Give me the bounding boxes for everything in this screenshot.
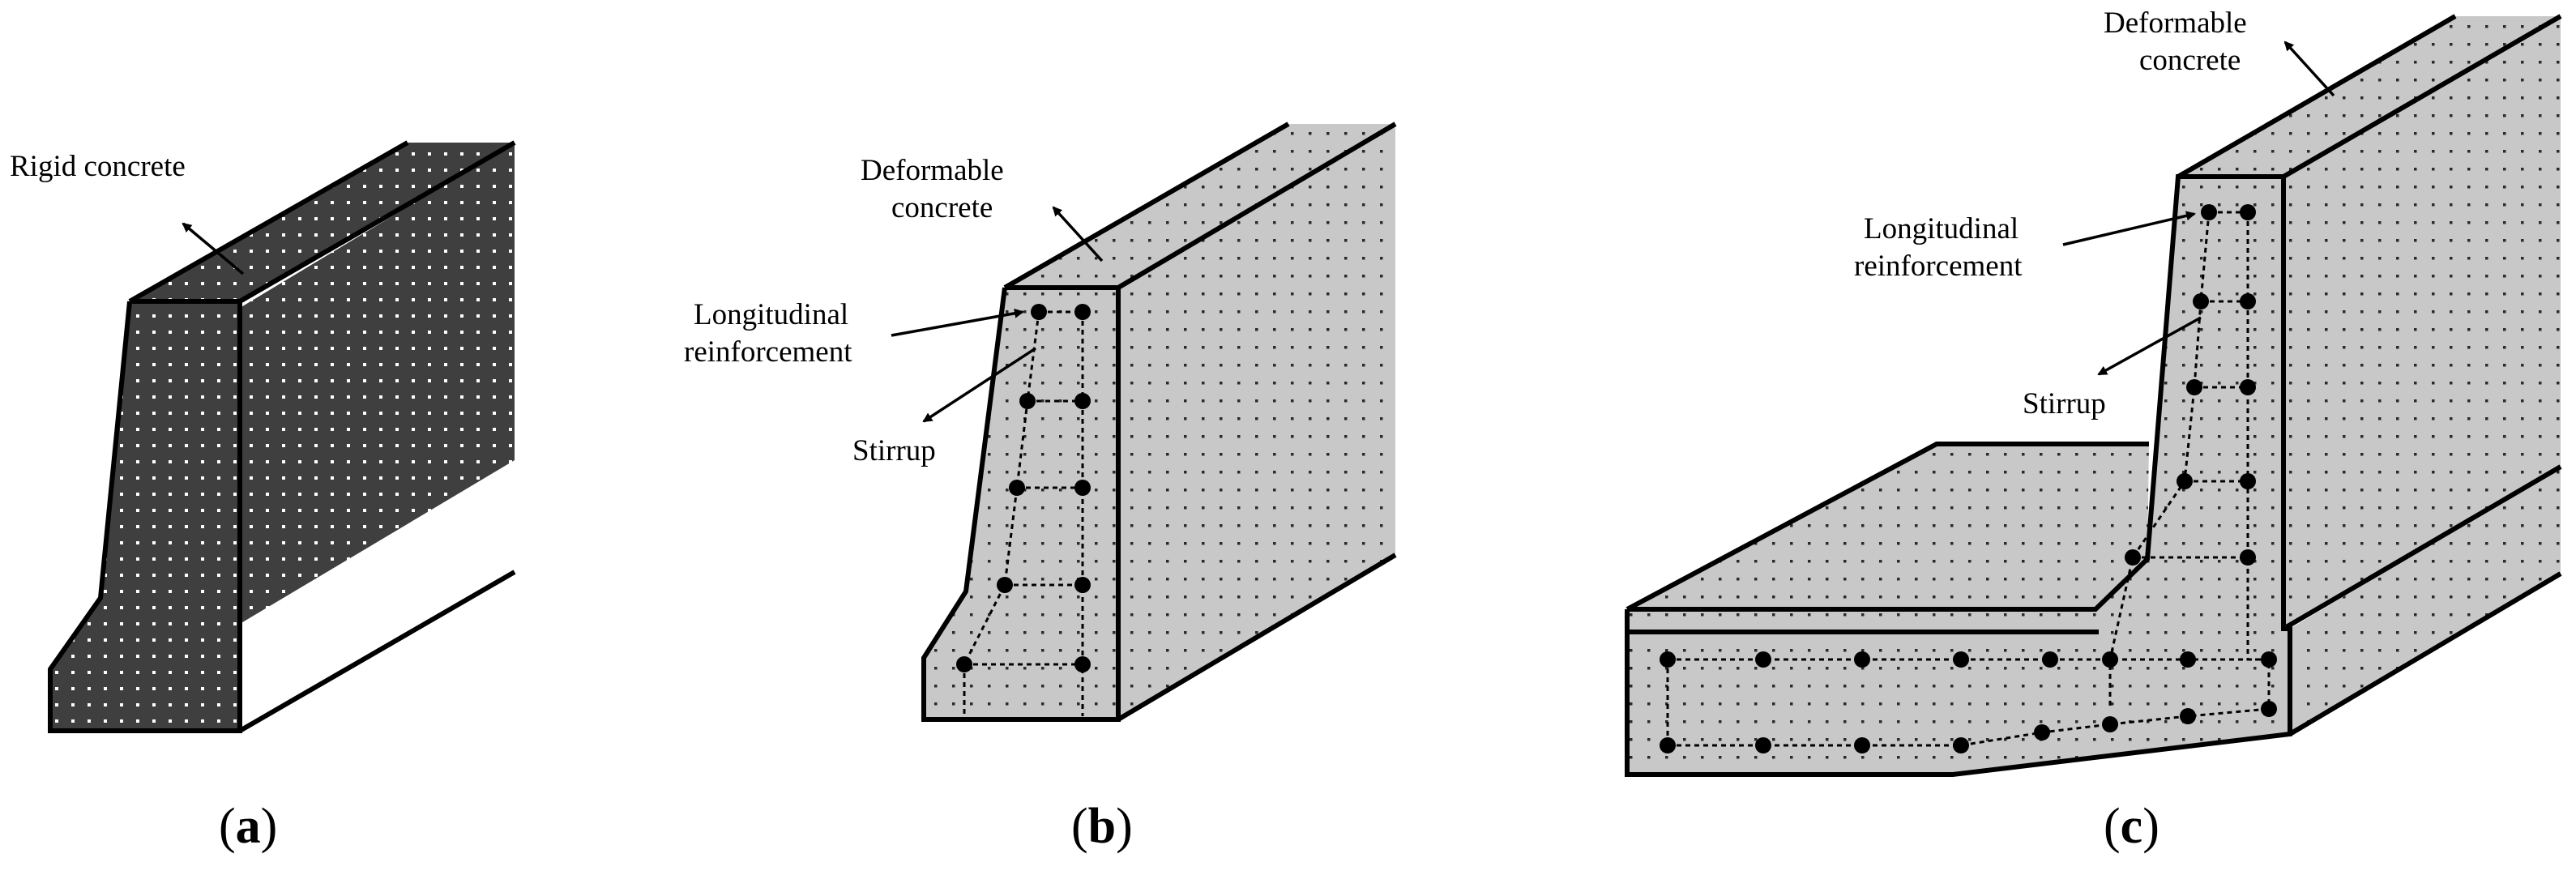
panel-b-reinforcement xyxy=(956,304,1091,716)
rebar-bar xyxy=(2042,651,2058,668)
label-deformable-concrete-line2: concrete xyxy=(2139,44,2241,77)
panel-c-base-side-face xyxy=(2290,467,2561,734)
rebar-bar xyxy=(2261,651,2277,668)
rebar-bar xyxy=(2034,724,2050,741)
rebar-bar xyxy=(1953,651,1969,668)
rebar-bar xyxy=(2201,204,2217,220)
rebar-bar xyxy=(2180,708,2196,724)
panel-c-toe-top-face xyxy=(1627,444,2149,609)
rebar-bar xyxy=(1074,304,1091,320)
rebar-bar xyxy=(2240,204,2256,220)
rebar-bar xyxy=(1953,737,1969,753)
panel-a-side-face xyxy=(240,143,515,624)
panel-c-stem-top-face xyxy=(2178,16,2561,177)
rebar-bar xyxy=(2177,473,2193,489)
rebar-bar xyxy=(1074,480,1091,496)
rebar-bar xyxy=(1854,651,1870,668)
label-rigid-concrete: Rigid concrete xyxy=(10,150,186,183)
rebar-bar xyxy=(1009,480,1025,496)
panel-a: Rigid concrete (a) xyxy=(10,140,516,854)
rebar-bar xyxy=(2125,549,2141,566)
panel-c-front-face xyxy=(1627,177,2290,775)
rebar-bar xyxy=(1854,737,1870,753)
caption-a: (a) xyxy=(219,799,277,854)
rebar-bar xyxy=(1019,393,1036,409)
rebar-bar xyxy=(2102,651,2118,668)
rebar-bar xyxy=(2240,549,2256,566)
rebar-bar xyxy=(2240,379,2256,395)
panel-a-front-face xyxy=(50,301,240,731)
rebar-bar xyxy=(2261,701,2277,717)
panel-b-side-face xyxy=(1118,124,1395,719)
panel-a-top-face xyxy=(130,143,515,301)
label-longitudinal-line2: reinforcement xyxy=(684,335,852,369)
panel-c: Deformable concrete Longitudinal reinfor… xyxy=(1625,6,2562,854)
rebar-bar xyxy=(2102,716,2118,732)
label-longitudinal-line1: Longitudinal xyxy=(1864,212,2019,245)
rebar-bar xyxy=(2186,379,2202,395)
rebar-bar xyxy=(1074,656,1091,672)
rebar-bar xyxy=(1660,651,1676,668)
panel-b-top-face xyxy=(1005,124,1395,288)
rebar-bar xyxy=(2193,293,2209,309)
label-deformable-concrete-line1: Deformable xyxy=(2104,6,2247,40)
rebar-bar xyxy=(1755,737,1771,753)
rebar-bar xyxy=(956,656,972,672)
rebar-bar xyxy=(997,577,1013,593)
label-stirrup: Stirrup xyxy=(2023,387,2106,420)
rebar-bar xyxy=(2240,473,2256,489)
rebar-bar xyxy=(1031,304,1047,320)
panel-c-stem-side-face xyxy=(2283,16,2561,629)
rebar-bar xyxy=(1660,737,1676,753)
panel-c-bars xyxy=(1660,204,2277,753)
caption-c: (c) xyxy=(2104,799,2159,854)
rebar-bar xyxy=(2180,651,2196,668)
label-longitudinal-line2: reinforcement xyxy=(1854,250,2023,283)
panel-b: Deformable concrete Longitudinal reinfor… xyxy=(684,122,1397,854)
rebar-bar xyxy=(2240,293,2256,309)
rebar-bar xyxy=(1074,577,1091,593)
label-stirrup: Stirrup xyxy=(852,434,936,467)
label-deformable-concrete-line1: Deformable xyxy=(861,154,1004,187)
panel-b-front-face xyxy=(924,288,1118,719)
rebar-bar xyxy=(1074,393,1091,409)
caption-b: (b) xyxy=(1071,799,1133,854)
panel-c-reinforcement xyxy=(1660,204,2277,753)
label-longitudinal-line1: Longitudinal xyxy=(694,298,848,331)
label-deformable-concrete-line2: concrete xyxy=(891,191,993,224)
rebar-bar xyxy=(1755,651,1771,668)
